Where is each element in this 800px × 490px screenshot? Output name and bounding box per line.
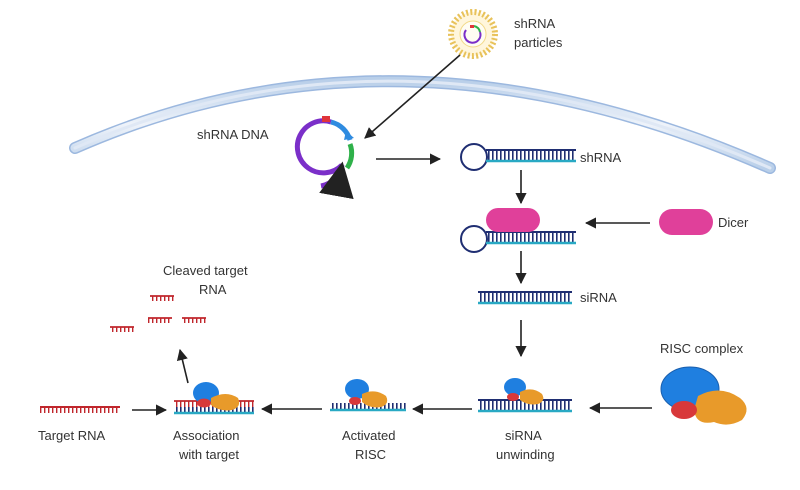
shrna-particles-label-line1: shRNA	[514, 16, 556, 31]
target-rna-label: Target RNA	[38, 428, 106, 443]
unwinding-label-line1: siRNA	[505, 428, 542, 443]
shrna-particles-label-line2: particles	[514, 35, 563, 50]
association-label-line1: Association	[173, 428, 239, 443]
cleaved-label-line1: Cleaved target	[163, 263, 248, 278]
dicer-enzyme-icon	[659, 209, 713, 235]
risc-complex-label: RISC complex	[660, 341, 744, 356]
activated-risc-label-line2: RISC	[355, 447, 386, 462]
cleaved-rna-fragments-icon	[110, 295, 206, 332]
dicer-label: Dicer	[718, 215, 749, 230]
association-with-target-icon	[174, 382, 254, 415]
dicer-bound-hairpin-icon	[460, 208, 576, 253]
association-label-line2: with target	[178, 447, 239, 462]
sirna-label: siRNA	[580, 290, 617, 305]
risc-complex-icon	[660, 366, 747, 425]
cleaved-label-line2: RNA	[199, 282, 227, 297]
shrna-dna-plasmid-icon	[294, 116, 355, 200]
arrow-association-to-cleaved	[176, 348, 189, 384]
activated-risc-label-line1: Activated	[342, 428, 395, 443]
sirna-unwinding-icon	[478, 378, 572, 413]
arrow-particle-to-dna	[364, 54, 461, 139]
shrna-label: shRNA	[580, 150, 622, 165]
activated-risc-icon	[330, 379, 406, 412]
unwinding-label-line2: unwinding	[496, 447, 555, 462]
shrna-hairpin-icon	[460, 143, 576, 171]
shrna-dna-label: shRNA DNA	[197, 127, 269, 142]
cell-membrane	[69, 75, 776, 174]
shrna-particle-icon	[448, 9, 498, 59]
sirna-duplex-icon	[478, 291, 572, 305]
target-rna-icon	[40, 406, 120, 413]
